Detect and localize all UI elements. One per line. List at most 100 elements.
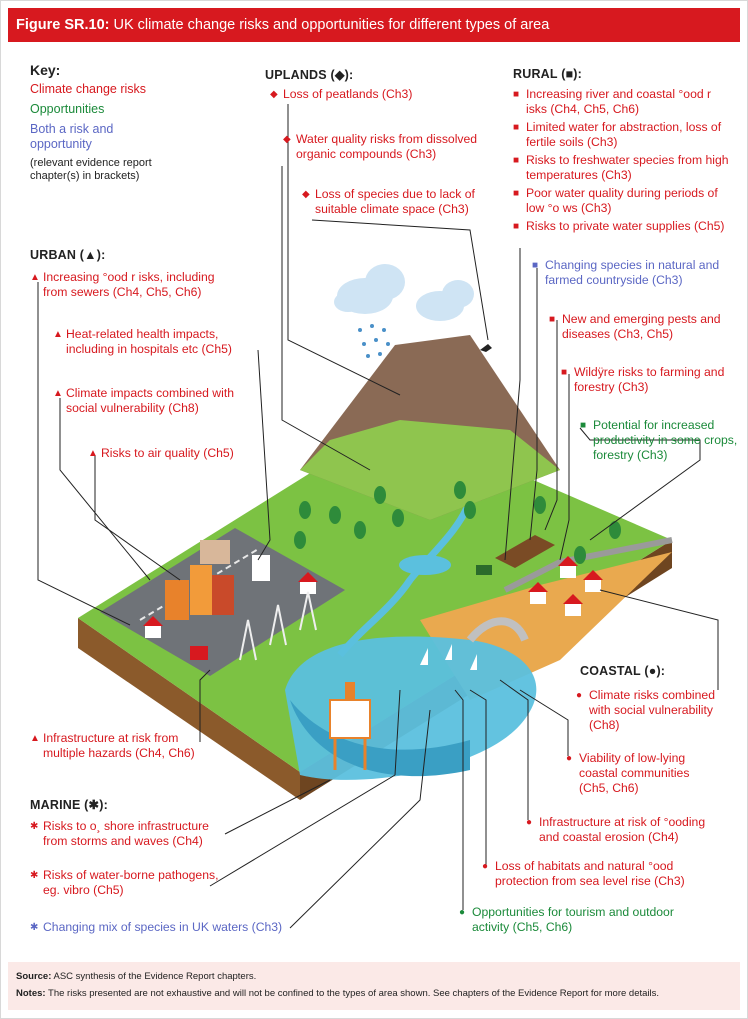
circle-bullet-icon: ●: [526, 817, 533, 828]
triangle-bullet-icon: ▲: [88, 448, 98, 459]
harbour-wall: [466, 617, 529, 643]
tractor: [476, 565, 492, 575]
urban-item-3-text: Climate impacts combined with social vul…: [66, 386, 234, 415]
uplands-item-3-text: Loss of species due to lack of suitable …: [315, 187, 475, 216]
rain-cloud: [334, 264, 405, 358]
uplands-item-3: ◆ Loss of species due to lack of suitabl…: [302, 187, 502, 217]
urban-item-2: ▲ Heat-related health impacts, including…: [53, 327, 263, 357]
rural-road: [503, 537, 673, 593]
asterisk-bullet-icon: ✱: [30, 922, 39, 933]
triangle-bullet-icon: ▲: [30, 733, 40, 744]
asterisk-bullet-icon: ✱: [30, 821, 39, 832]
notes-line: Notes: The risks presented are not exhau…: [16, 985, 732, 1002]
coastal-item-1-text: Climate risks combined with social vulne…: [589, 688, 715, 732]
rural-item-4: ■ Poor water quality during periods of l…: [513, 186, 733, 216]
offshore-rig: [329, 682, 371, 770]
rural-item-1-text: Increasing river and coastal °ood r isks…: [526, 87, 712, 116]
rural-item-5: ■ Risks to private water supplies (Ch5): [513, 219, 733, 234]
coastal-heading: COASTAL (●):: [580, 664, 666, 678]
rural-both-item-text: Changing species in natural and farmed c…: [545, 258, 720, 287]
urban-buildings: [165, 540, 270, 620]
square-bullet-icon: ■: [513, 221, 520, 232]
square-bullet-icon: ■: [549, 314, 556, 325]
farm-field: [495, 535, 555, 568]
diamond-bullet-icon: ◆: [302, 189, 310, 200]
figure-title-text: UK climate change risks and opportunitie…: [113, 17, 550, 33]
source-text: ASC synthesis of the Evidence Report cha…: [53, 971, 257, 982]
marine-item-1: ✱ Risks to o¸ shore infrastructure from …: [30, 819, 230, 849]
triangle-bullet-icon: ▲: [53, 329, 63, 340]
figure-title: Figure SR.10: UK climate change risks an…: [8, 8, 740, 42]
source-label: Source:: [16, 971, 52, 982]
soil-left-side: [78, 618, 300, 800]
figure-footer: Source: ASC synthesis of the Evidence Re…: [8, 962, 740, 1010]
rural-opportunity-item: ■ Potential for increased productivity i…: [580, 418, 740, 463]
rural-item-3-text: Risks to freshwater species from high te…: [526, 153, 729, 182]
uplands-item-1: ◆ Loss of peatlands (Ch3): [270, 87, 460, 102]
urban-item-4: ▲ Risks to air quality (Ch5): [88, 446, 268, 461]
key-title: Key:: [30, 62, 61, 78]
square-bullet-icon: ■: [532, 260, 539, 271]
marine-heading: MARINE (✱):: [30, 798, 108, 812]
rural-wildfire-item-text: Wildÿre risks to farming and forestry (C…: [574, 365, 725, 394]
circle-bullet-icon: ●: [566, 753, 573, 764]
triangle-bullet-icon: ▲: [53, 388, 63, 399]
key-both: Both a risk and opportunity: [30, 122, 114, 151]
coastal-item-3: ● Infrastructure at risk of °ooding and …: [526, 815, 726, 845]
square-bullet-icon: ■: [561, 367, 568, 378]
rural-both-item: ■ Changing species in natural and farmed…: [532, 258, 732, 288]
marine-item-2: ✱ Risks of water-borne pathogens, eg. vi…: [30, 868, 220, 898]
marine-item-1-text: Risks to o¸ shore infrastructure from st…: [43, 819, 209, 848]
square-bullet-icon: ■: [580, 420, 587, 431]
marine-both-item-text: Changing mix of species in UK waters (Ch…: [43, 920, 283, 934]
rural-item-5-text: Risks to private water supplies (Ch5): [526, 219, 725, 233]
houses: [143, 556, 603, 660]
urban-item-1: ▲ Increasing °ood r isks, including from…: [30, 270, 240, 300]
square-bullet-icon: ■: [513, 188, 520, 199]
urban-item-1-text: Increasing °ood r isks, including from s…: [43, 270, 215, 299]
key-opportunities: Opportunities: [30, 102, 105, 116]
coastal-item-1: ● Climate risks combined with social vul…: [576, 688, 736, 733]
urban-heading: URBAN (▲):: [30, 248, 106, 262]
coastal-item-2-text: Viability of low-lying coastal communiti…: [579, 751, 690, 795]
notes-text: The risks presented are not exhaustive a…: [48, 988, 660, 999]
rural-pests-item: ■ New and emerging pests and diseases (C…: [549, 312, 729, 342]
marine-both-item: ✱ Changing mix of species in UK waters (…: [30, 920, 300, 935]
rural-wildfire-item: ■ Wildÿre risks to farming and forestry …: [561, 365, 731, 395]
urban-item-3: ▲ Climate impacts combined with social v…: [53, 386, 253, 416]
bird: [480, 344, 492, 352]
uplands-item-2: ◆ Water quality risks from dissolved org…: [283, 132, 503, 162]
key-risks: Climate change risks: [30, 82, 147, 96]
diamond-bullet-icon: ◆: [270, 89, 278, 100]
figure-title-prefix: Figure SR.10:: [16, 17, 110, 33]
rural-item-2: ■ Limited water for abstraction, loss of…: [513, 120, 733, 150]
lake: [399, 555, 451, 575]
square-bullet-icon: ■: [513, 155, 520, 166]
coastal-item-4: ● Loss of habitats and natural °ood prot…: [482, 859, 712, 889]
asterisk-bullet-icon: ✱: [30, 870, 39, 881]
trees: [294, 481, 621, 564]
cloud: [416, 280, 474, 321]
rural-heading: RURAL (■):: [513, 67, 583, 81]
uplands-item-2-text: Water quality risks from dissolved organ…: [296, 132, 478, 161]
uplands-heading: UPLANDS (◆):: [265, 68, 354, 82]
rural-pests-item-text: New and emerging pests and diseases (Ch3…: [562, 312, 721, 341]
triangle-bullet-icon: ▲: [30, 272, 40, 283]
coastal-opportunity-item: ● Opportunities for tourism and outdoor …: [459, 905, 709, 935]
rural-item-3: ■ Risks to freshwater species from high …: [513, 153, 733, 183]
key-note: (relevant evidence report chapter(s) in …: [30, 157, 152, 182]
urban-item-5: ▲ Infrastructure at risk from multiple h…: [30, 731, 220, 761]
grass-plane: [78, 420, 672, 772]
coastal-item-3-text: Infrastructure at risk of °ooding and co…: [539, 815, 706, 844]
sail-boats: [420, 644, 477, 670]
leader-lines: [37, 104, 719, 929]
rural-item-2-text: Limited water for abstraction, loss of f…: [526, 120, 722, 149]
urban-road-line: [139, 547, 261, 621]
circle-bullet-icon: ●: [459, 907, 466, 918]
upland-grass: [300, 420, 560, 520]
notes-label: Notes:: [16, 988, 46, 999]
source-line: Source: ASC synthesis of the Evidence Re…: [16, 968, 732, 985]
diamond-bullet-icon: ◆: [283, 134, 291, 145]
rural-item-4-text: Poor water quality during periods of low…: [526, 186, 718, 215]
